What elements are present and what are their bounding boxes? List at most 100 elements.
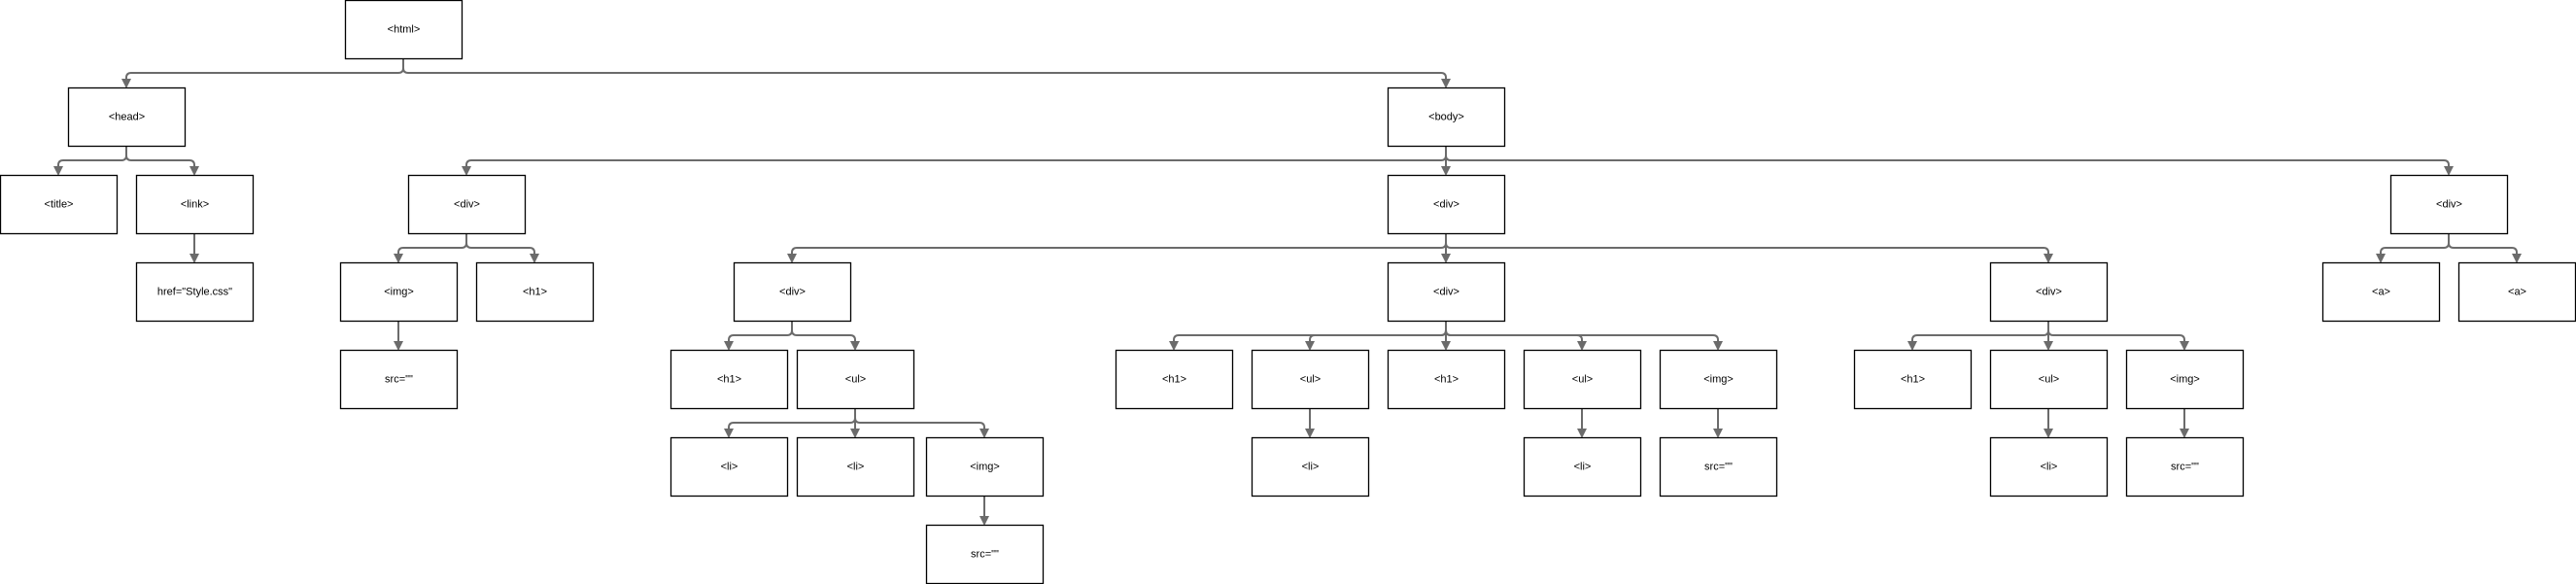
- node-label: <img>: [970, 461, 1000, 472]
- node-box: [1989, 349, 2109, 410]
- node-box: [733, 261, 852, 323]
- edge-div-b2-to-img-b2: [1445, 321, 1723, 351]
- node-head: <head>: [67, 86, 187, 148]
- node-box: [0, 174, 119, 235]
- edge-body-to-div-c: [1445, 146, 2454, 176]
- node-img-a: <img>: [339, 261, 459, 323]
- node-box: [135, 261, 255, 323]
- node-box: [1251, 436, 1370, 498]
- edge-div-a-to-h1-a: [465, 233, 539, 263]
- node-div-c: <div>: [2389, 174, 2509, 235]
- node-label: <title>: [45, 198, 74, 210]
- node-label: <li>: [847, 461, 865, 472]
- node-ul-b1: <ul>: [796, 349, 915, 410]
- node-label: <a>: [2372, 286, 2390, 297]
- edges-layer: [53, 58, 2522, 526]
- node-label: <a>: [2508, 286, 2526, 297]
- node-div-a: <div>: [407, 174, 527, 235]
- node-box: [339, 349, 459, 410]
- node-label: <div>: [1433, 286, 1460, 297]
- node-label: <ul>: [1300, 373, 1321, 385]
- node-box: [670, 349, 789, 410]
- node-label: src="": [385, 373, 413, 385]
- edge-div-b3-to-img-b3: [2047, 321, 2189, 351]
- node-label: <li>: [721, 461, 738, 472]
- node-box: [135, 174, 255, 235]
- edge-div-c-to-a-1: [2376, 233, 2450, 263]
- edge-div-b3-to-h1-b3: [1907, 321, 2049, 351]
- node-label: <link>: [181, 198, 209, 210]
- node-label: <head>: [109, 111, 145, 122]
- node-label: <img>: [1703, 373, 1734, 385]
- node-label: <div>: [1433, 198, 1460, 210]
- node-label: src="": [971, 548, 999, 560]
- node-box: [67, 86, 187, 148]
- node-box: [670, 436, 789, 498]
- node-box: [1115, 349, 1234, 410]
- node-div-b2: <div>: [1387, 261, 1506, 323]
- node-box: [475, 261, 595, 323]
- node-label: <h1>: [1162, 373, 1186, 385]
- node-box: [2321, 261, 2441, 323]
- node-label: <img>: [2170, 373, 2200, 385]
- node-a-2: <a>: [2457, 261, 2576, 323]
- node-box: [796, 436, 915, 498]
- node-box: [1853, 349, 1973, 410]
- node-label: <html>: [388, 23, 421, 35]
- node-div-b: <div>: [1387, 174, 1506, 235]
- node-label: <ul>: [845, 373, 866, 385]
- edge-div-b-to-div-b3: [1445, 233, 2053, 263]
- node-box: [1523, 436, 1642, 498]
- node-label: <div>: [454, 198, 480, 210]
- node-label: <li>: [2041, 461, 2058, 472]
- node-h1-a: <h1>: [475, 261, 595, 323]
- node-link: <link>: [135, 174, 255, 235]
- edge-head-to-link: [125, 146, 199, 176]
- node-href: href="Style.css": [135, 261, 255, 323]
- node-box: [1989, 261, 2109, 323]
- node-li-b2a: <li>: [1251, 436, 1370, 498]
- node-li-b1a: <li>: [670, 436, 789, 498]
- node-label: <div>: [779, 286, 806, 297]
- node-div-b3: <div>: [1989, 261, 2109, 323]
- node-label: <h1>: [717, 373, 741, 385]
- node-label: <div>: [2436, 198, 2462, 210]
- node-box: [1659, 436, 1778, 498]
- node-box: [2457, 261, 2576, 323]
- node-src-b1: src="": [925, 524, 1045, 584]
- node-box: [1989, 436, 2109, 498]
- node-label: <h1>: [523, 286, 547, 297]
- node-li-b2b: <li>: [1523, 436, 1642, 498]
- edge-div-b1-to-h1-b1: [724, 321, 793, 351]
- edge-html-to-body: [402, 58, 1451, 88]
- node-box: [925, 436, 1045, 498]
- node-box: [407, 174, 527, 235]
- edge-ul-b1-to-img-b1: [854, 408, 989, 438]
- node-box: [344, 0, 464, 60]
- node-label: <h1>: [1434, 373, 1459, 385]
- node-label: src="": [2171, 461, 2199, 472]
- node-div-b1: <div>: [733, 261, 852, 323]
- node-box: [339, 261, 459, 323]
- node-label: <img>: [384, 286, 414, 297]
- edge-body-to-div-a: [462, 146, 1447, 176]
- node-label: <h1>: [1901, 373, 1925, 385]
- node-box: [925, 524, 1045, 584]
- node-label: src="": [1704, 461, 1733, 472]
- node-img-b3: <img>: [2125, 349, 2245, 410]
- node-label: <body>: [1428, 111, 1464, 122]
- edge-div-b1-to-ul-b1: [791, 321, 860, 351]
- node-ul-b2a: <ul>: [1251, 349, 1370, 410]
- node-title: <title>: [0, 174, 119, 235]
- node-html: <html>: [344, 0, 464, 60]
- node-src-b2: src="": [1659, 436, 1778, 498]
- node-h1-b2b: <h1>: [1387, 349, 1506, 410]
- node-box: [1387, 349, 1506, 410]
- node-label: <div>: [2036, 286, 2062, 297]
- node-box: [2389, 174, 2509, 235]
- edge-ul-b1-to-li-b1a: [724, 408, 856, 438]
- node-a-1: <a>: [2321, 261, 2441, 323]
- node-box: [2125, 349, 2245, 410]
- edge-html-to-head: [121, 58, 404, 88]
